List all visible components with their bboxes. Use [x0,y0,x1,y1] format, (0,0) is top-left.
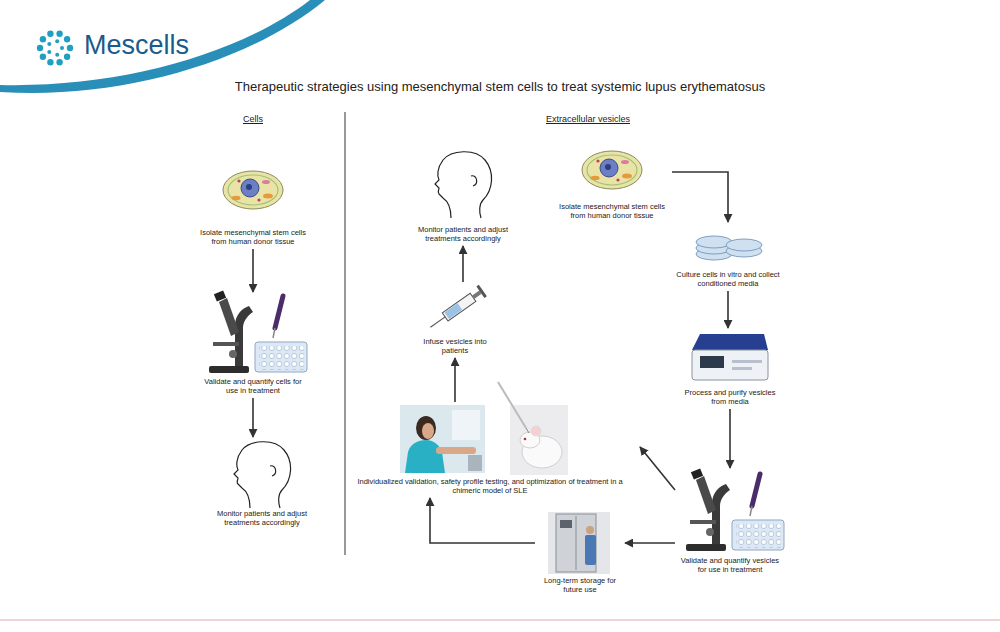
step-caption: Long-term storage for future use [538,576,622,594]
column-divider [345,112,346,555]
flow-arrow [672,172,728,222]
process-step: Isolate mesenchymal stem cells from huma… [193,160,313,249]
head-outline [234,442,291,508]
flow-arrow [252,249,254,292]
footer-rule [0,620,1000,621]
cell-icon [582,151,642,189]
step-caption: Monitor patients and adjust treatments a… [205,509,319,527]
logo-text: Mescells [84,30,284,61]
process-step: Isolate mesenchymal stem cells from huma… [552,140,672,223]
process-step: Infuse vesicles into patients [410,282,500,358]
process-step: Culture cells in vitro and collect condi… [673,222,783,291]
flow-arrow [729,409,731,468]
microscope-icon [209,290,307,373]
mouse-photo [498,382,568,475]
patient-photo [400,405,485,473]
flow-arrow [640,447,675,490]
process-step: Individualized validation, safety profil… [340,402,640,498]
purification-instrument [692,334,768,380]
process-step: Process and purify vesicles from media [675,328,785,409]
flow-arrow [430,498,535,543]
flow-arrow [252,398,254,437]
step-caption: Validate and quantify cells for use in t… [201,377,305,395]
step-caption: Isolate mesenchymal stem cells from huma… [555,202,669,220]
flow-arrow [727,291,729,328]
step-caption: Infuse vesicles into patients [413,337,497,355]
cell-icon [223,171,283,209]
process-step: Long-term storage for future use [535,508,625,597]
section-heading: Extracellular vesicles [488,114,688,124]
process-step: Validate and quantify vesicles for use i… [675,468,785,577]
culture-dishes [696,236,762,260]
flow-arrow [462,246,464,282]
step-caption: Isolate mesenchymal stem cells from huma… [196,228,310,246]
process-step: Monitor patients and adjust treatments a… [408,140,518,246]
step-caption: Monitor patients and adjust treatments a… [411,225,515,243]
head-outline [435,152,492,218]
logo-mark [37,31,73,66]
step-caption: Process and purify vesicles from media [678,388,782,406]
section-heading: Extracellular vesicles [488,114,688,124]
step-caption: Culture cells in vitro and collect condi… [676,270,780,288]
step-caption: Validate and quantify vesicles for use i… [678,556,782,574]
section-heading: Cells [153,114,353,124]
process-step: Monitor patients and adjust treatments a… [202,437,322,530]
step-caption: Individualized validation, safety profil… [343,477,637,495]
microscope-icon [686,468,784,551]
flow-arrow [454,358,456,402]
freezer-photo [548,512,610,574]
diagram-title: Therapeutic strategies using mesenchymal… [0,79,1000,94]
flow-arrow [625,542,675,544]
logo-text: Mescells [84,30,284,61]
syringe-icon [426,285,486,333]
title-block: Therapeutic strategies using mesenchymal… [0,79,1000,94]
section-heading: Cells [153,114,353,124]
process-step: Validate and quantify cells for use in t… [198,292,308,398]
